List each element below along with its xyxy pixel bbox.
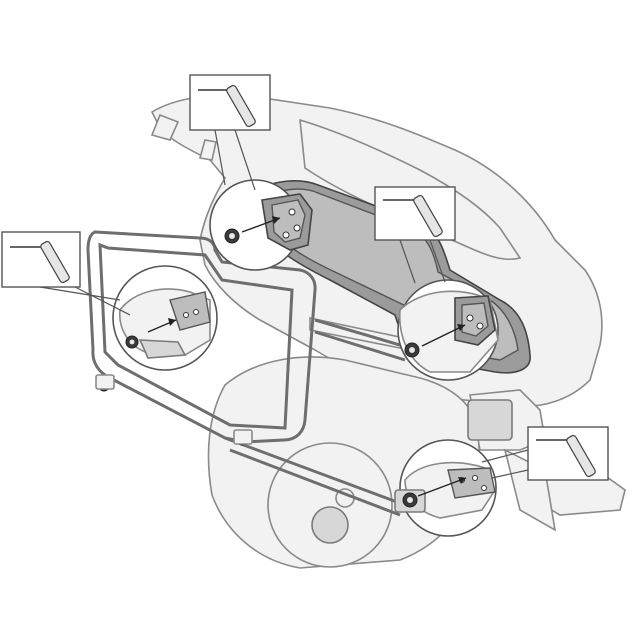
- callout-box-left: [1, 231, 131, 316]
- allen-key-icon: [383, 194, 443, 238]
- motorcycle-outline: [150, 93, 626, 569]
- detail-circle-front-lower: [112, 265, 218, 371]
- allen-key-icon: [10, 240, 70, 284]
- detail-circle-lower-rear: [394, 439, 497, 537]
- callout-box-bottom-right: [481, 426, 609, 481]
- allen-key-icon: [198, 84, 256, 128]
- detail-circle-rear-upper: [209, 179, 313, 271]
- detail-circle-under-seat: [397, 279, 499, 381]
- allen-key-icon: [536, 434, 596, 478]
- callout-box-top: [189, 74, 271, 191]
- callout-box-middle-right: [374, 186, 456, 284]
